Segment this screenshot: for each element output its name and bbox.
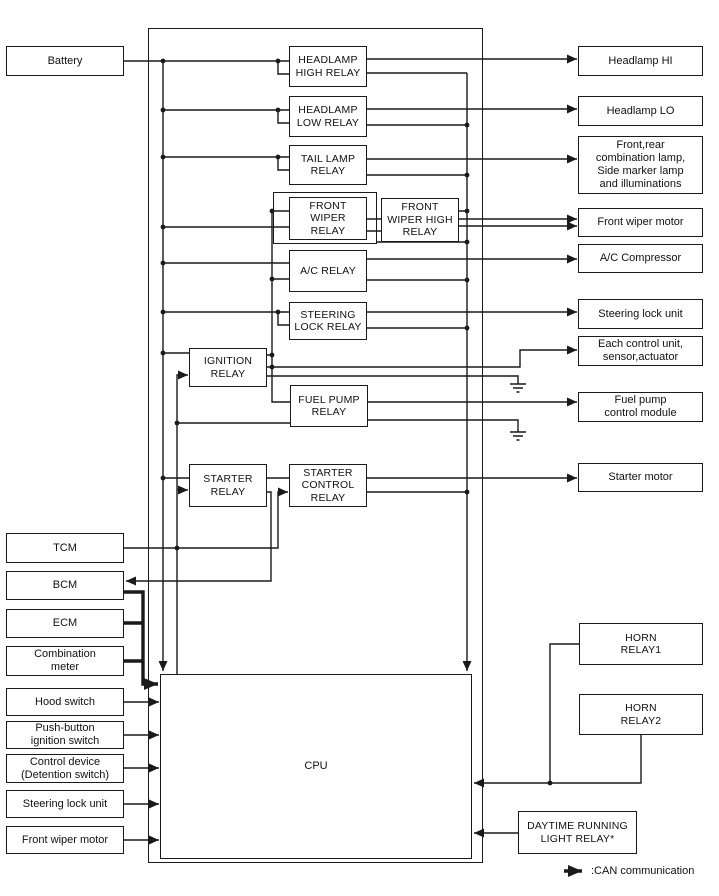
headlamp-hi-box: Headlamp HI	[578, 46, 703, 76]
horn-relay1-box: HORN RELAY1	[579, 623, 703, 665]
combination-meter-box: Combination meter	[6, 646, 124, 676]
tcm-box: TCM	[6, 533, 124, 563]
starter-motor-box: Starter motor	[578, 463, 703, 492]
front-wiper-high-relay-box: FRONT WIPER HIGH RELAY	[381, 198, 459, 242]
cpu-box: CPU	[160, 674, 472, 859]
fuel-pump-relay-box: FUEL PUMP RELAY	[290, 385, 368, 427]
ac-relay-box: A/C RELAY	[289, 250, 367, 292]
starter-control-relay-box: STARTER CONTROL RELAY	[289, 464, 367, 507]
steering-lock-relay-box: STEERING LOCK RELAY	[289, 302, 367, 340]
front-wiper-relay-box: FRONT WIPER RELAY	[289, 197, 367, 240]
ignition-relay-box: IGNITION RELAY	[189, 348, 267, 387]
push-button-ignition-switch-box: Push-button ignition switch	[6, 721, 124, 749]
ipdm-enclosure-box	[148, 28, 483, 863]
each-control-unit-box: Each control unit, sensor,actuator	[578, 336, 703, 366]
tail-lamp-relay-box: TAIL LAMP RELAY	[289, 145, 367, 185]
headlamp-high-relay-box: HEADLAMP HIGH RELAY	[289, 46, 367, 87]
front-wiper-motor-input-box: Front wiper motor	[6, 826, 124, 854]
headlamp-lo-box: Headlamp LO	[578, 96, 703, 126]
can-bus-lines	[124, 590, 158, 690]
battery-box: Battery	[6, 46, 124, 76]
ecm-box: ECM	[6, 609, 124, 638]
headlamp-low-relay-box: HEADLAMP LOW RELAY	[289, 96, 367, 137]
front-wiper-motor-output-box: Front wiper motor	[578, 208, 703, 237]
control-device-box: Control device (Detention switch)	[6, 754, 124, 783]
can-legend-label: :CAN communication	[591, 865, 695, 877]
hood-switch-box: Hood switch	[6, 688, 124, 716]
daytime-running-light-relay-box: DAYTIME RUNNING LIGHT RELAY*	[518, 811, 637, 854]
steering-lock-unit-output-box: Steering lock unit	[578, 299, 703, 329]
combination-lamp-box: Front,rear combination lamp, Side marker…	[578, 136, 703, 194]
bcm-box: BCM	[6, 571, 124, 600]
starter-relay-box: STARTER RELAY	[189, 464, 267, 507]
horn-relay2-box: HORN RELAY2	[579, 694, 703, 735]
ground-icon	[510, 383, 526, 393]
bus-and-feed-wires	[124, 60, 579, 783]
fuel-pump-control-module-box: Fuel pump control module	[578, 392, 703, 422]
junction-dots	[160, 58, 553, 786]
steering-lock-unit-input-box: Steering lock unit	[6, 790, 124, 818]
ground-icon	[510, 431, 526, 441]
front-wiper-relay-group-box	[273, 192, 377, 244]
ac-compressor-box: A/C Compressor	[578, 244, 703, 273]
